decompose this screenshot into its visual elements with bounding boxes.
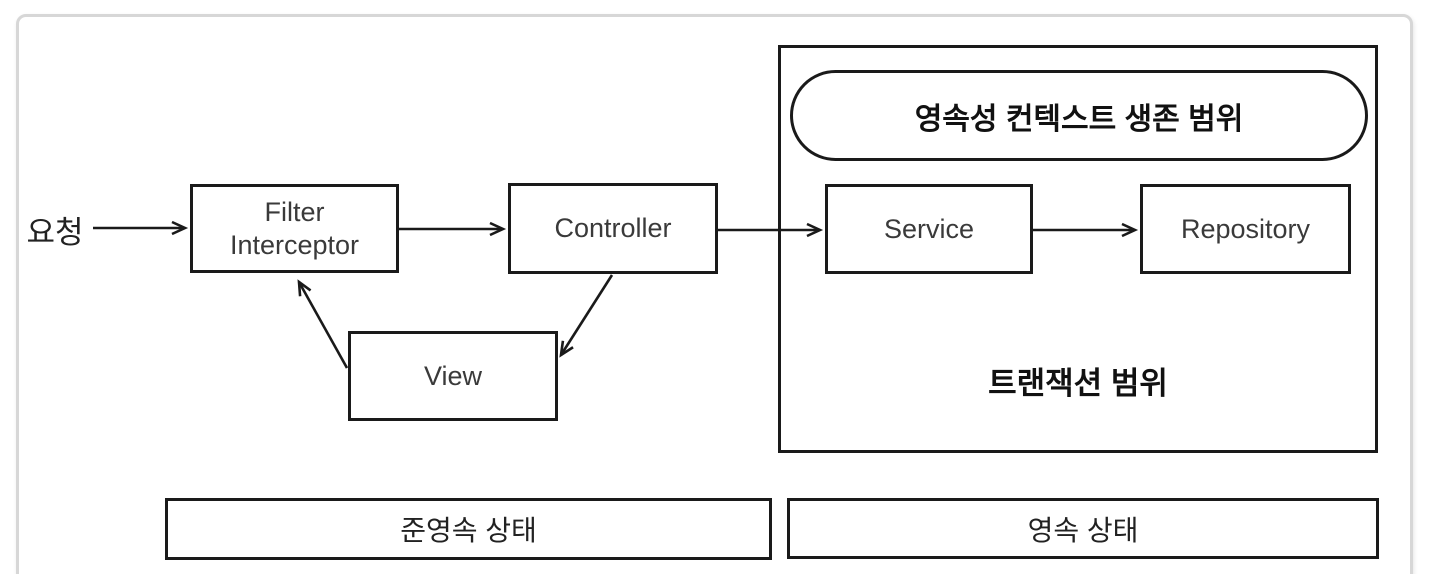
filter-label-line2: Interceptor [229, 229, 360, 260]
persistent-state-bar: 영속 상태 [787, 498, 1379, 559]
node-controller-label: Controller [554, 213, 672, 243]
transaction-scope-box [778, 45, 1378, 453]
persistence-context-scope-pill: 영속성 컨텍스트 생존 범위 [790, 70, 1368, 161]
node-filter-interceptor: Filter Interceptor [190, 184, 399, 273]
node-view-label: View [423, 360, 483, 391]
node-filter-interceptor-label: Filter Interceptor [230, 196, 359, 262]
node-controller: Controller [508, 183, 718, 274]
filter-label-line1: Filter [264, 196, 325, 227]
persistent-state-label: 영속 상태 [1027, 514, 1139, 546]
transaction-scope-label: 트랜잭션 범위 [988, 366, 1168, 401]
persistence-context-scope-label: 영속성 컨텍스트 생존 범위 [914, 102, 1244, 136]
request-label: 요청 [26, 215, 84, 250]
detached-state-label: 준영속 상태 [400, 515, 537, 546]
node-service: Service [825, 184, 1033, 274]
node-repository: Repository [1140, 184, 1351, 274]
node-service-label: Service [883, 213, 975, 244]
node-repository-label: Repository [1180, 213, 1311, 244]
node-view: View [348, 331, 558, 421]
detached-state-bar: 준영속 상태 [165, 498, 772, 560]
